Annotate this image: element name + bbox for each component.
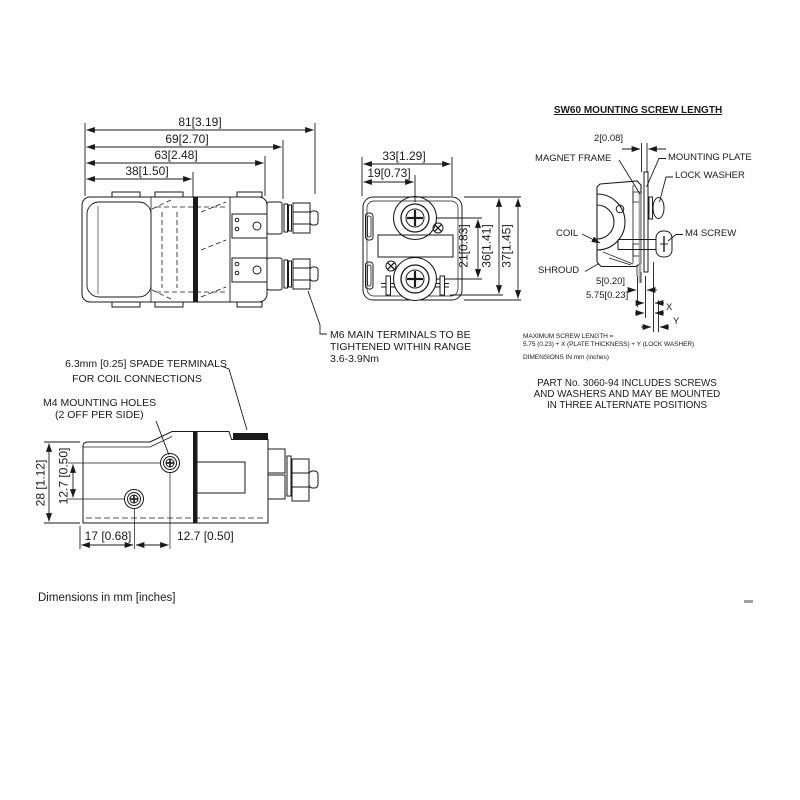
detail-title: SW60 MOUNTING SCREW LENGTH [553,105,723,116]
m4-note-line2: (2 OFF PER SIDE) [55,409,144,421]
front-view-drawing [361,157,522,302]
dim-81: 81[3.19] [178,115,222,129]
dim-36: 36[1.41] [479,224,494,268]
footer-dimensions-note: Dimensions in mm [inches] [38,592,176,604]
max-screw-note-line2: 5.75 (0.23) + X (PLATE THICKNESS) + Y (L… [523,341,695,348]
front-view-small-screws [385,222,444,272]
mounting-detail-drawing [581,143,683,332]
dim-12-7-horizontal: 12.7 [0.50] [177,529,234,543]
dim-19: 19[0.73] [367,166,411,180]
detail-label-leaders [581,158,683,272]
m4-note-line1: M4 MOUNTING HOLES [43,397,157,409]
dim-y: Y [673,316,680,327]
side-view-dimension-lines [84,123,316,199]
print-artifact [744,600,753,603]
spade-note-line2: FOR COIL CONNECTIONS [72,373,202,385]
spade-note-leader [220,365,248,431]
bottom-view-dimension-lines [44,441,171,549]
front-view-bottom-terminal [381,256,449,302]
side-view-bottom-terminal [266,257,319,291]
dim-12-7-vertical: 12.7 [0.50] [56,447,71,505]
lock-washer-shape [648,196,665,220]
dim-33: 33[1.29] [382,149,426,163]
label-mounting-plate: MOUNTING PLATE [668,152,752,163]
dimensions-mm-note: DIMENSIONS IN mm (inches) [523,354,609,361]
mounting-plate-shape [643,171,649,273]
dim-21: 21[0.83] [456,224,471,268]
m4-note-leader [155,420,170,456]
m6-note-leader [307,290,327,335]
dim-37: 37[1.45] [499,224,514,268]
label-m4-screw: M4 SCREW [685,228,737,239]
dim-63: 63[2.48] [154,148,198,162]
bottom-view-drawing [44,365,319,549]
part-note-line3: IN THREE ALTERNATE POSITIONS [546,400,708,411]
dim-38: 38[1.50] [125,164,169,178]
bottom-view-terminal-stack [267,448,319,502]
spade-note-line1: 6.3mm [0.25] SPADE TERMINALS [65,358,227,370]
dim-5: 5[0.20] [596,276,626,287]
side-view-top-terminal [266,201,319,235]
side-view-drawing [81,123,327,335]
max-screw-note-line1: MAXIMUM SCREW LENGTH = [523,333,614,340]
dim-5-75: 5.75[0.23] [586,290,629,301]
front-view-top-terminal [392,195,438,241]
m4-screw-shape [617,230,673,258]
m6-note-line2: TIGHTENED WITHIN RANGE [330,341,472,353]
m6-note-line3: 3.6-3.9Nm [330,353,380,365]
m6-note-line1: M6 MAIN TERMINALS TO BE [330,329,471,341]
dim-17: 17 [0.68] [84,529,132,543]
part-note-line1: PART No. 3060-94 INCLUDES SCREWS [537,378,717,389]
mounting-hole-upper [160,453,180,473]
detail-bottom-dims [627,262,669,332]
spade-terminal-bar [233,433,268,439]
label-magnet-frame: MAGNET FRAME [535,153,612,164]
dim-2: 2[0.08] [594,133,624,144]
dim-x: X [666,302,673,313]
detail-dim-2 [622,143,666,172]
label-lock-washer: LOCK WASHER [675,170,745,181]
side-view-hidden-lines [151,199,228,300]
label-shroud: SHROUD [538,265,580,276]
mounting-hole-lower [124,489,144,509]
label-coil: COIL [556,228,579,239]
part-note-line2: AND WASHERS AND MAY BE MOUNTED [533,389,721,400]
dim-28: 28 [1.12] [33,459,48,507]
dim-69: 69[2.70] [165,132,209,146]
